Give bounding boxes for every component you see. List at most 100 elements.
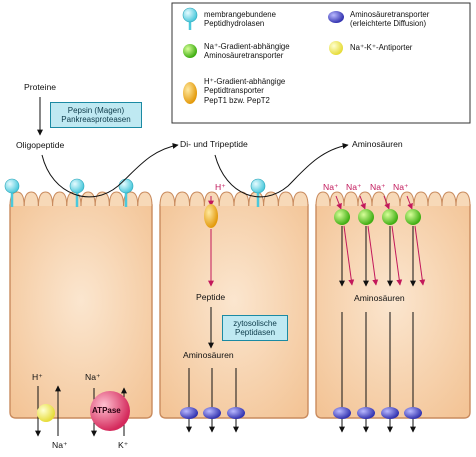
legend-text-line: PepT1 bzw. PepT2 [204,95,270,105]
enterocyte-2 [159,204,309,419]
legend-na-transporter-label: Na⁺-Gradient-abhängige Aminosäuretranspo… [204,42,290,61]
legend-peptidase-label: membrangebundene Peptidhydrolasen [204,10,276,29]
aminosaeuren-lumen-label: Aminosäuren [352,139,403,149]
legend-diffusion-transporter-label: Aminosäuretransporter (erleichterte Diff… [350,10,429,29]
atpase-label: ATPase [92,406,121,415]
diffusion-transporter [357,407,375,419]
peptide-label: Peptide [196,292,226,302]
cell3-exit-transporters [333,312,422,433]
cell3-na-label-3: Na⁺ [370,182,386,192]
legend-antiporter-label: Na⁺-K⁺-Antiporter [350,43,412,52]
peptidase-icon [250,178,266,207]
na-k-antiporter [37,404,55,422]
legend-text-line: Na⁺-K⁺-Antiporter [350,43,413,52]
diffusion-transporter [203,407,221,419]
tripeptide-curve [214,142,349,198]
microvillus [94,191,110,207]
na-aminoacid-transporter [405,209,421,225]
na-import-arrow [391,225,403,286]
cell3-na-label-2: Na⁺ [346,182,362,192]
na-import-arrow [343,225,355,286]
cell3-aminosaeuren-label: Aminosäuren [354,293,405,303]
na-plus-arrow [383,195,390,210]
microvillus [137,191,153,207]
na-plus-arrow [335,195,342,210]
diffusion-transporter [333,407,351,419]
microvillus [108,191,125,207]
microvillus [413,191,429,207]
microvillus [357,191,373,207]
legend-box [171,2,471,124]
pepsin-box-line: Pankreasproteasen [61,115,131,124]
microvillus [399,191,415,207]
legend-text-line: H⁺-Gradient-abhängige [204,77,286,86]
na-plus-arrow [359,195,366,210]
cell1-na-plus-bottom-label: Na⁺ [52,440,68,450]
diffusion-transporter [227,407,245,419]
legend-text-line: Peptidtransporter [204,86,264,96]
pepsin-box: Pepsin (Magen) Pankreasproteasen [50,102,142,128]
cell1-na-plus-top-label: Na⁺ [85,372,101,382]
microvillus [427,191,443,207]
enterocyte-1 [9,204,153,419]
cell2-exit-transporters [180,368,245,433]
microvillus [203,191,220,207]
microvillus [23,191,39,207]
peptidase-box-line: zytosolische [233,318,277,328]
microvillus [174,191,191,207]
legend-text-line: Na⁺-Gradient-abhängige [204,42,290,51]
microvillus [159,191,176,207]
legend-antiporter-icon [329,41,343,55]
microvillus [277,191,294,207]
peptidase-box-line: Peptidasen [234,328,276,337]
microvillus [263,191,279,207]
pepsin-box-line: Pepsin (Magen) [67,105,125,115]
microvillus [248,191,265,207]
legend-na-transporter-icon [183,44,197,58]
microvillus [80,191,96,207]
microvillus [37,191,54,207]
legend-peptide-transporter-icon [183,82,197,104]
microvillus [292,191,309,207]
oligopeptide-label: Oligopeptide [16,140,65,150]
legend-text-line: Aminosäuretransporter [204,51,284,61]
na-aminoacid-transporter [382,209,398,225]
cell1-k-plus-label: K⁺ [118,440,129,450]
na-plus-arrow [406,195,413,210]
cytosolic-peptidase-box: zytosolische Peptidasen [222,315,288,341]
proteine-label: Proteine [24,82,57,92]
diffusion-transporter [180,407,198,419]
peptide-transporter [204,204,218,228]
microvillus [9,191,25,207]
legend-text-line: Aminosäuretransporter [350,10,430,19]
microvillus [315,191,331,207]
legend-peptide-transporter-label: H⁺-Gradient-abhängige Peptidtransporter … [204,77,285,105]
microvillus [189,191,205,207]
cell3-na-transporters [334,195,426,287]
cell2-h-plus-label: H⁺ [215,182,226,192]
atpase-pump [90,391,130,431]
di-tripeptide-label: Di- und Tripeptide [180,139,248,149]
cell2-aminosaeuren-label: Aminosäuren [183,350,234,360]
legend-text-line: (erleichterte Diffusion) [350,19,427,29]
legend-diffusion-transporter-icon [328,11,344,23]
microvillus [218,191,235,207]
cell3-na-label-4: Na⁺ [393,182,409,192]
microvillus [343,191,359,207]
na-import-arrow [367,225,379,286]
cell3-na-label-1: Na⁺ [323,182,339,192]
microvillus [385,191,401,207]
na-import-arrow [414,225,426,286]
diffusion-transporter [404,407,422,419]
cell1-h-plus-label: H⁺ [32,372,43,382]
na-aminoacid-transporter [358,209,374,225]
na-aminoacid-transporter [334,209,350,225]
microvillus [371,191,387,207]
diffusion-transporter [381,407,399,419]
legend-peptidase-icon [182,7,198,30]
microvillus [52,191,68,207]
oligopeptide-curve [41,142,179,198]
enterocyte-3 [315,204,471,419]
peptidase-icon [4,178,20,207]
